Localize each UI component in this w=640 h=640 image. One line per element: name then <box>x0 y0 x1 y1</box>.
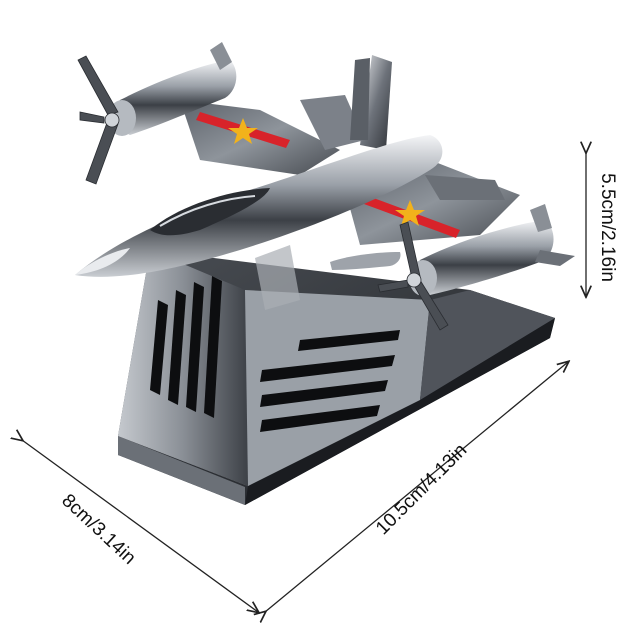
dimension-lines <box>22 152 586 612</box>
tail-fin-left <box>300 95 365 150</box>
base-stand <box>118 250 555 505</box>
propeller-left <box>77 55 120 185</box>
height-dimension-label: 5.5cm/2.16in <box>596 173 618 282</box>
width-dimension-line <box>22 440 258 612</box>
fuselage <box>75 135 443 277</box>
left-vent-slots <box>150 276 222 418</box>
right-vent-slots <box>260 330 400 432</box>
wing-star-front <box>395 200 425 226</box>
missile <box>330 252 401 270</box>
tail-fin-right-2 <box>350 58 370 140</box>
wing-star-rear <box>228 118 258 144</box>
airplane-model <box>75 42 575 331</box>
tail-plane <box>425 175 505 200</box>
support-column <box>255 245 300 310</box>
propeller-right <box>377 221 449 331</box>
nose-cone <box>75 248 130 275</box>
cockpit <box>150 188 270 236</box>
length-dimension-line <box>265 362 568 612</box>
